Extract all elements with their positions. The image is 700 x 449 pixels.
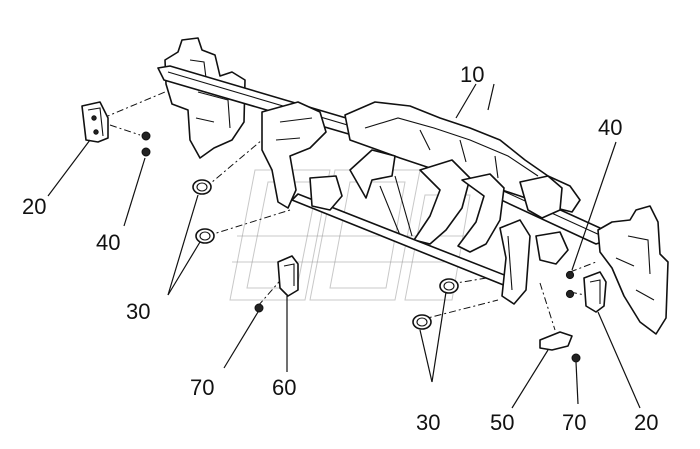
callout-70-right: 70 (562, 410, 586, 435)
bracket-60 (277, 255, 299, 297)
callout-40-left: 40 (96, 230, 120, 255)
callout-60: 60 (272, 375, 296, 400)
callout-70-left: 70 (190, 375, 214, 400)
callout-40-right: 40 (598, 115, 622, 140)
callout-50: 50 (490, 410, 514, 435)
nuts-70 (254, 303, 581, 363)
cross-car-beam (157, 37, 669, 335)
bracket-20-right (583, 271, 607, 313)
leader-lines (47, 83, 641, 409)
callout-30-left: 30 (126, 299, 150, 324)
callout-20-right: 20 (634, 410, 658, 435)
clips-30 (192, 179, 459, 330)
bracket-50 (539, 331, 573, 351)
callout-30-center: 30 (416, 410, 440, 435)
bolts-40 (141, 131, 575, 299)
callout-20-left: 20 (22, 194, 46, 219)
callout-10: 10 (460, 62, 484, 87)
bracket-20-left (81, 101, 109, 143)
